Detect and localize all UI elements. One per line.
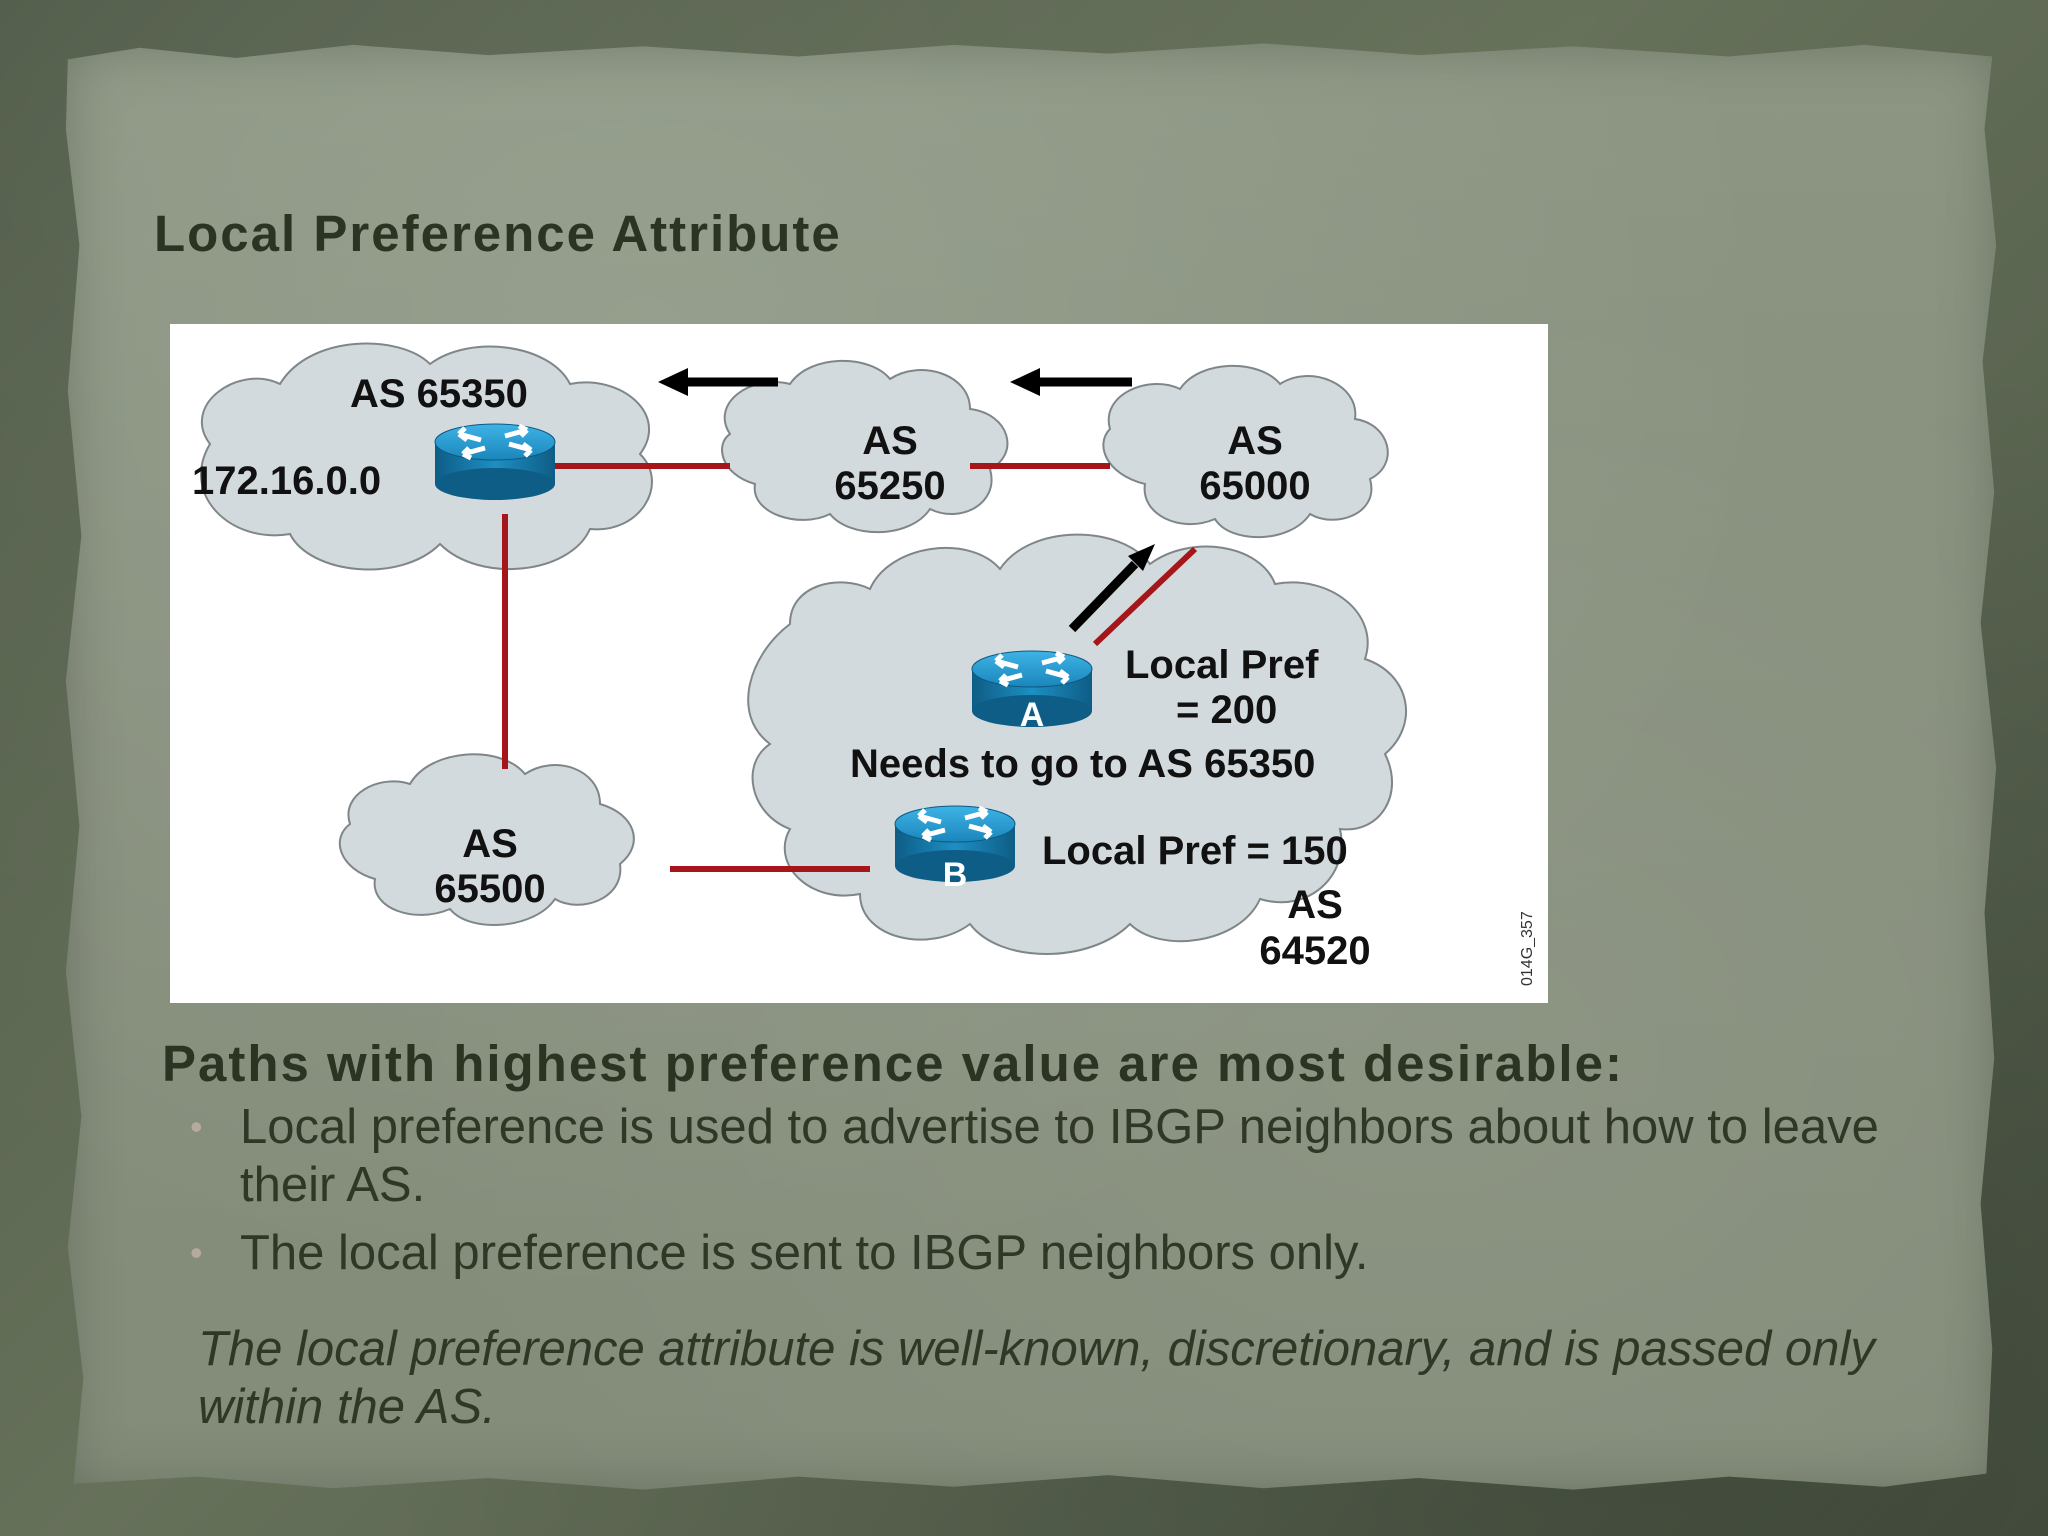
bullet-text: Local preference is used to advertise to… (240, 1100, 1879, 1212)
label-router-a: A (1020, 696, 1045, 734)
label-as-65350: AS 65350 (350, 372, 528, 416)
arrow-left-1 (658, 368, 778, 396)
label-as-64520-line2: 64520 (1259, 929, 1370, 973)
arrow-left-2 (1010, 368, 1132, 396)
label-network: 172.16.0.0 (192, 459, 381, 503)
label-router-b: B (943, 856, 968, 894)
bgp-diagram: AS 65350 172.16.0.0 AS 65250 AS 65000 AS… (170, 324, 1548, 1003)
cloud-as-65350 (200, 342, 653, 571)
slide-title: Local Preference Attribute (154, 205, 842, 262)
label-as-65000-line2: 65000 (1199, 464, 1310, 508)
label-figure-id: 014G_357 (1519, 911, 1536, 986)
bullet-text: The local preference is sent to IBGP nei… (240, 1226, 1369, 1280)
label-local-pref-a-line2: = 200 (1176, 688, 1277, 732)
label-as-65500-line2: 65500 (434, 867, 545, 911)
arrow-up-right (1068, 544, 1155, 633)
label-as-65250-line1: AS (862, 419, 918, 463)
italic-note: The local preference attribute is well-k… (198, 1322, 1875, 1434)
label-needs-text: Needs to go to AS 65350 (850, 742, 1315, 786)
label-local-pref-a-line1: Local Pref (1125, 643, 1319, 687)
link-routerA-65000 (1092, 546, 1198, 647)
router-as-65350 (435, 424, 555, 500)
label-as-65000-line1: AS (1227, 419, 1283, 463)
label-local-pref-b: Local Pref = 150 (1042, 829, 1348, 873)
bullet-item: • Local preference is used to advertise … (190, 1098, 1920, 1214)
bullet-item: • The local preference is sent to IBGP n… (190, 1224, 1920, 1282)
cloud-as-65500 (338, 753, 635, 926)
lead-text: Paths with highest preference value are … (162, 1035, 1624, 1092)
bullet-dot-icon: • (190, 1232, 203, 1273)
cloud-as-65000 (1102, 364, 1389, 539)
bullet-list: • Local preference is used to advertise … (190, 1098, 1920, 1292)
label-as-65250-line2: 65250 (834, 464, 945, 508)
bullet-dot-icon: • (190, 1106, 203, 1147)
label-as-65500-line1: AS (462, 822, 518, 866)
label-as-64520-line1: AS (1287, 883, 1343, 927)
